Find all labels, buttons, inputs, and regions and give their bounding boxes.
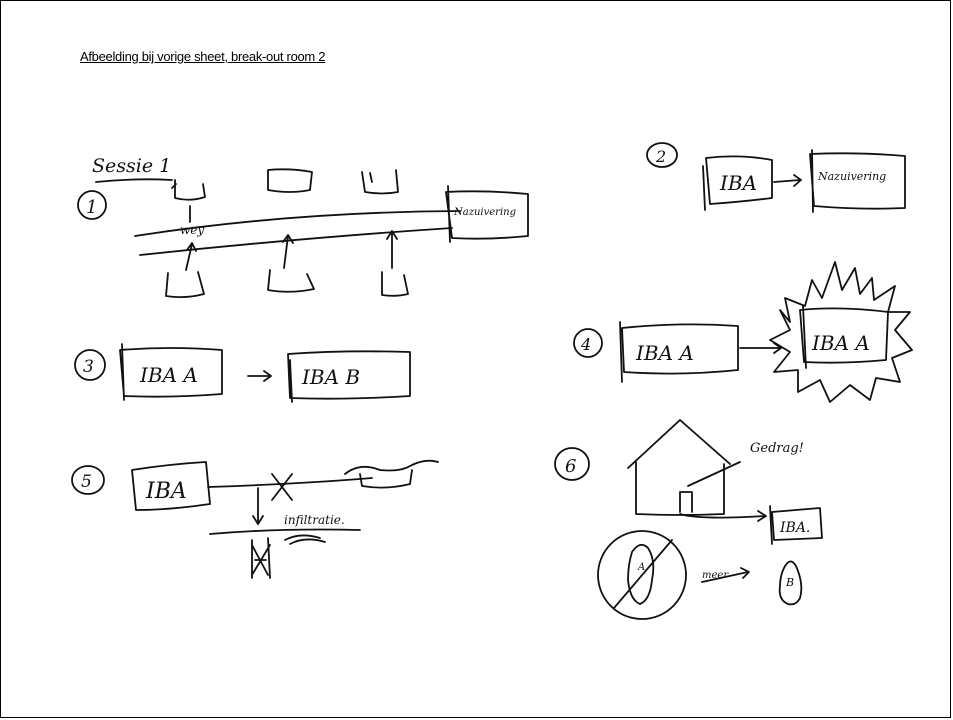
scene-5-ground-scribble	[285, 535, 325, 544]
scene-2-arrow	[774, 180, 800, 182]
scene-5-ground-line	[210, 530, 360, 535]
scene-5: 5 IBA infiltratie.	[72, 461, 438, 578]
scene-6-label-gedrag: Gedrag!	[750, 441, 804, 456]
scene-4: 4 IBA A IBA A	[574, 262, 912, 402]
session-underline	[96, 179, 172, 182]
house-top-1	[172, 180, 205, 200]
scene-1-label-nazuivering: Nazuivering	[453, 207, 516, 218]
scene-1: Sessie 1 1 wey Nazuivering	[78, 155, 528, 297]
scene-6-gedrag-pointer	[688, 462, 740, 486]
scene-6: 6 Gedrag! IBA. A meer B	[555, 420, 822, 619]
scene-2-label-nazuivering: Nazuivering	[817, 170, 886, 183]
scene-1-number: 1	[86, 197, 97, 218]
scene-2: 2 IBA Nazuivering	[647, 143, 905, 212]
house-bottom-3	[382, 272, 408, 296]
scene-4-label-left: IBA A	[635, 341, 694, 365]
session-label: Sessie 1	[92, 155, 171, 177]
house-bottom-1	[166, 272, 204, 297]
scene-6-drop-a	[628, 545, 653, 604]
scene-6-number: 6	[565, 456, 576, 477]
house-top-2	[268, 169, 312, 192]
scene-3-label-b: IBA B	[301, 365, 360, 389]
scene-5-pipe	[208, 478, 372, 487]
scene-6-house	[628, 420, 730, 515]
scene-4-number: 4	[580, 335, 591, 354]
scene-5-label-iba: IBA	[145, 479, 187, 504]
scene-6-label-iba: IBA.	[779, 520, 810, 536]
house-bottom-2	[268, 270, 314, 292]
scene-5-number: 5	[81, 472, 92, 492]
scene-1-label-wey: wey	[180, 223, 204, 237]
scene-3-label-a: IBA A	[139, 363, 198, 387]
scene-6-label-b: B	[785, 576, 794, 589]
scene-3-number: 3	[83, 357, 94, 377]
scene-5-cross	[272, 474, 292, 500]
scene-6-prohibition-slash	[614, 540, 672, 608]
scene-3: 3 IBA A IBA B	[75, 344, 410, 402]
scene-6-label-a: A	[637, 562, 645, 573]
scene-2-number: 2	[655, 147, 666, 166]
scene-5-water-line	[345, 461, 438, 474]
scene-5-label-infiltratie: infiltratie.	[284, 513, 345, 527]
scene-4-label-right: IBA A	[811, 331, 870, 355]
scene-2-label-iba: IBA	[719, 171, 757, 195]
house-top-3	[362, 170, 398, 194]
scene-5-infiltration-column	[252, 538, 270, 578]
